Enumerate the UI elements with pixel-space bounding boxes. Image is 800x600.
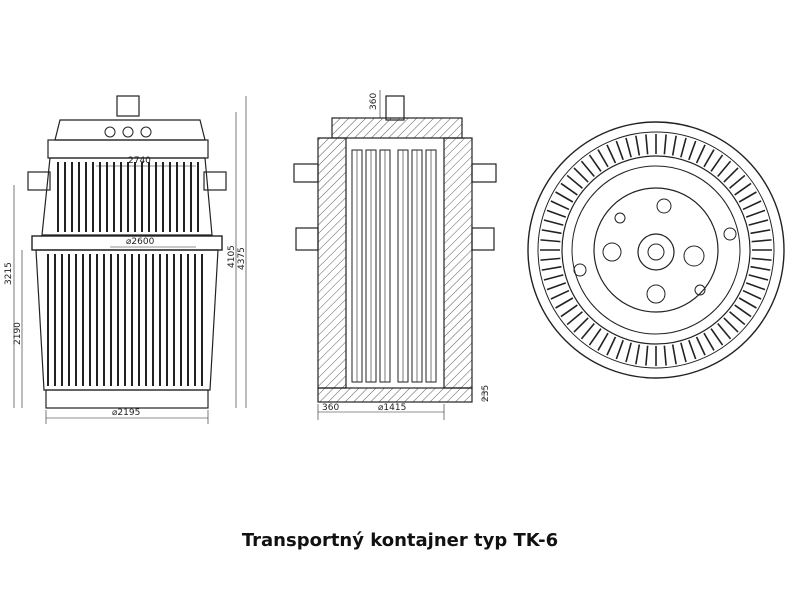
dim-section-bottom: 235: [481, 385, 491, 402]
top-view: [527, 121, 785, 379]
upper-cooling-fins: [57, 162, 199, 232]
dim-top-width: 2740: [128, 156, 151, 166]
dim-height-total-b: 4375: [237, 247, 247, 270]
technical-drawing: 2740 ⌀2600 ⌀2195 3215 2190 4105 4375 360: [4, 90, 785, 424]
side-view: 2740 ⌀2600 ⌀2195 3215 2190 4105 4375: [4, 95, 247, 424]
lower-cooling-fins: [47, 254, 203, 386]
dim-section-inner-dia: ⌀1415: [378, 403, 406, 413]
dim-base-dia: ⌀2195: [112, 408, 140, 418]
figure-caption: Transportný kontajner typ TK-6: [241, 530, 559, 551]
radial-cooling-fins: [540, 134, 772, 366]
dim-section-top: 360: [369, 93, 379, 110]
fuel-assembly-rods: [351, 149, 437, 383]
dim-height-mid: 3215: [4, 262, 14, 285]
dim-height-lower: 2190: [13, 322, 23, 345]
dim-flange-dia: ⌀2600: [126, 237, 155, 247]
dim-section-wall: 360: [322, 403, 339, 413]
section-view: 360 ⌀1415 360 235: [293, 90, 497, 420]
dim-height-total-a: 4105: [227, 245, 237, 268]
